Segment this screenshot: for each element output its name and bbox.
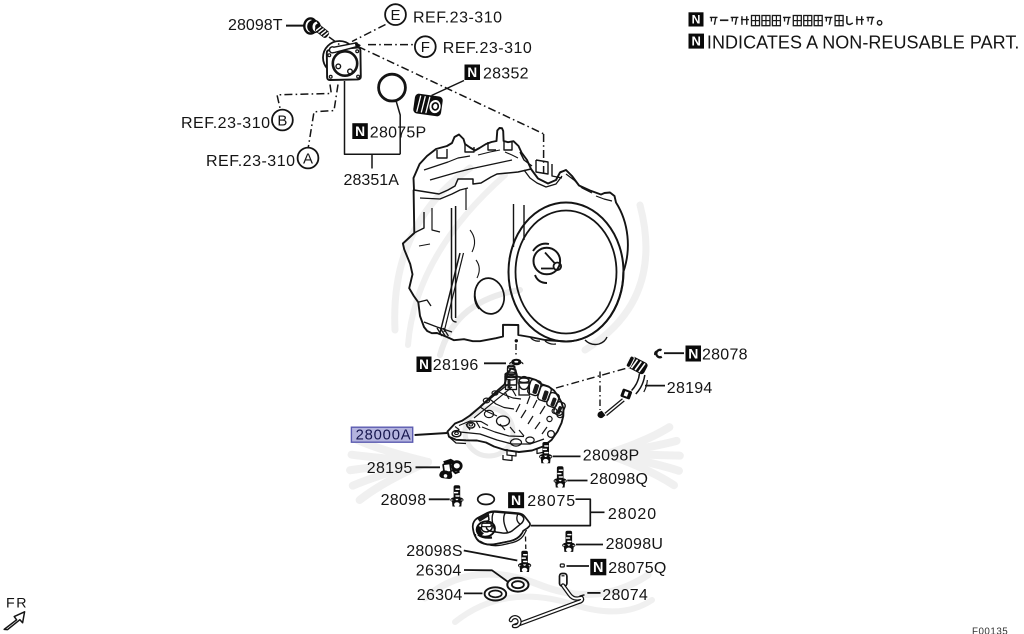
svg-text:28352: 28352 [483,66,529,83]
svg-text:28098: 28098 [381,492,427,509]
svg-text:F: F [421,39,430,56]
svg-text:A: A [303,150,313,167]
svg-text:28078: 28078 [702,347,748,364]
svg-text:REF.23-310: REF.23-310 [206,153,296,170]
svg-text:28020: 28020 [608,506,657,523]
svg-text:28075: 28075 [527,493,576,510]
svg-text:28098P: 28098P [583,448,640,465]
svg-text:F00135: F00135 [972,627,1008,634]
svg-text:28196: 28196 [433,357,479,374]
svg-text:REF.23-310: REF.23-310 [443,40,533,57]
svg-text:N: N [692,12,701,26]
svg-text:N: N [511,492,521,508]
svg-text:FR: FR [6,596,28,612]
svg-text:B: B [277,112,287,129]
svg-text:N: N [355,124,365,139]
svg-text:N: N [692,33,701,48]
svg-text:28098T: 28098T [228,17,283,34]
svg-text:28098Q: 28098Q [590,471,648,488]
svg-text:28351A: 28351A [344,172,400,189]
svg-text:28195: 28195 [367,460,413,477]
svg-text:REF.23-310: REF.23-310 [181,115,271,132]
svg-text:N: N [593,560,603,576]
svg-text:REF.23-310: REF.23-310 [413,10,503,27]
svg-text:28000A: 28000A [356,427,412,443]
svg-text:26304: 26304 [416,563,462,580]
svg-text:N: N [688,345,698,361]
svg-text:INDICATES A NON-REUSABLE PART.: INDICATES A NON-REUSABLE PART. [707,32,1020,52]
svg-text:28194: 28194 [667,380,713,397]
svg-text:N: N [419,357,429,372]
svg-text:28075P: 28075P [370,125,427,142]
svg-text:28098S: 28098S [406,543,463,560]
svg-text:26304: 26304 [417,587,463,604]
svg-text:28075Q: 28075Q [608,560,666,577]
svg-text:N: N [467,65,477,80]
svg-text:28074: 28074 [602,587,648,604]
svg-text:E: E [390,7,400,24]
svg-text:28098U: 28098U [606,536,664,553]
